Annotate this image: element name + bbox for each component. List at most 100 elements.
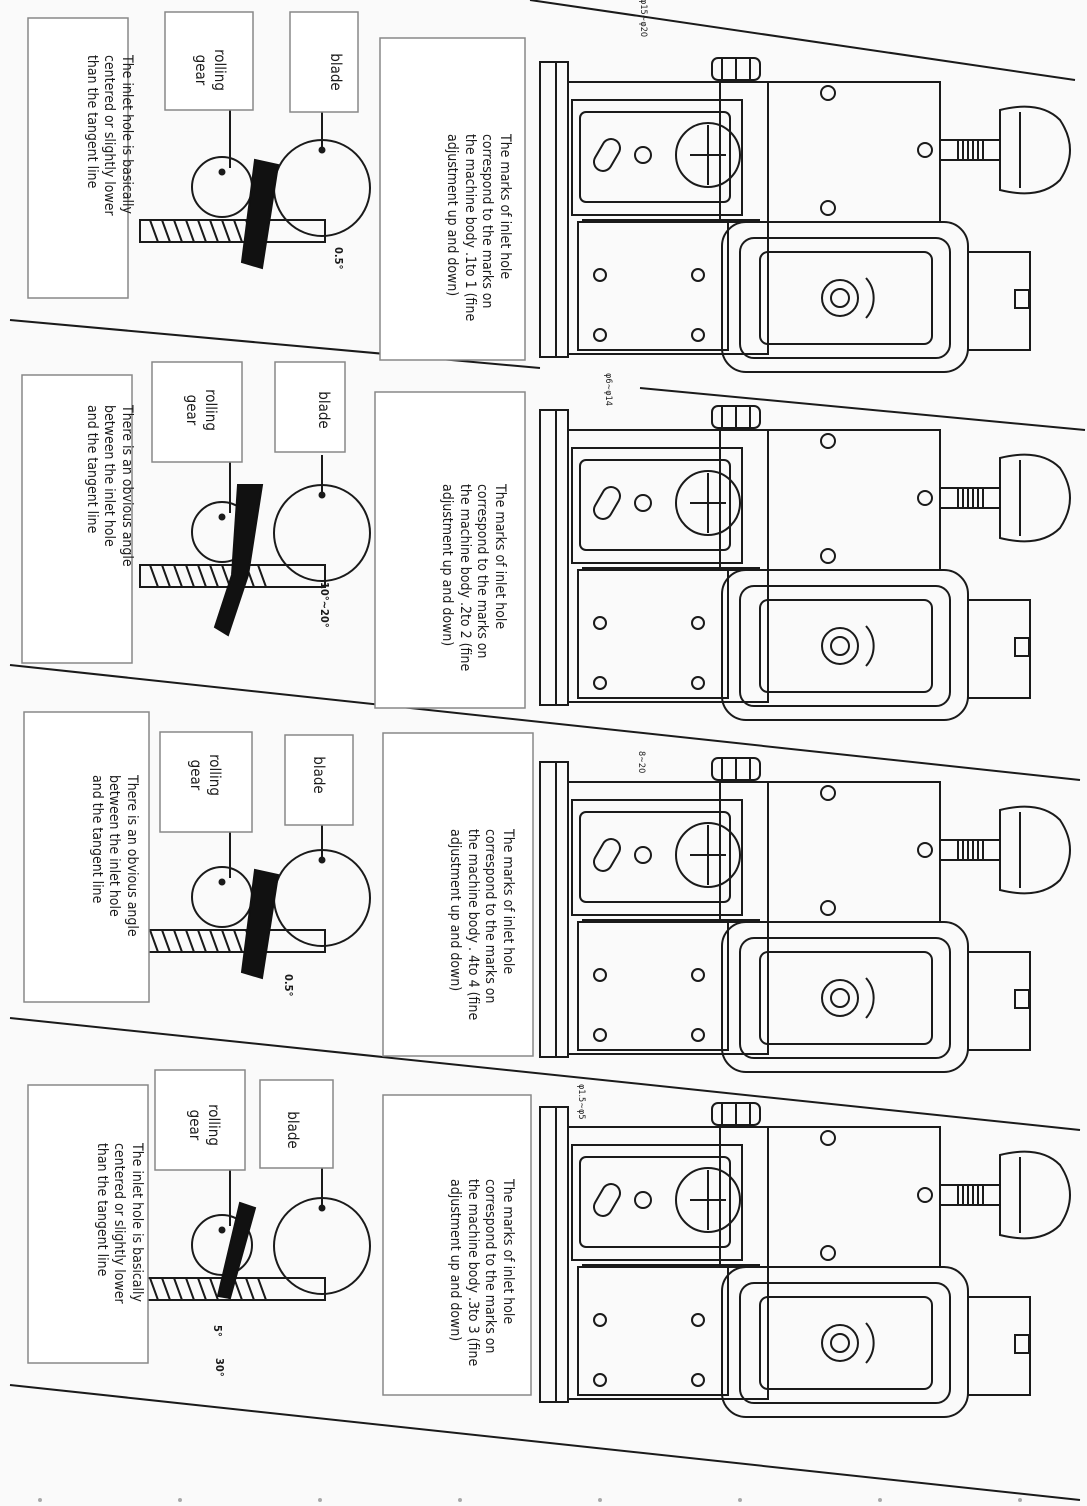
- hatch-line: [161, 564, 171, 588]
- hatch-line: [221, 929, 231, 953]
- label-frame: [374, 391, 526, 709]
- machine-drawing-2: [539, 405, 1071, 721]
- dial-arc: [865, 625, 875, 667]
- speed-dial-center: [830, 288, 850, 308]
- bolt: [593, 676, 607, 690]
- lower-block: [577, 1266, 729, 1396]
- hatch-line: [197, 564, 207, 588]
- hatch-line: [257, 564, 267, 588]
- bolt: [820, 900, 836, 916]
- machine-drawing-4: [539, 1102, 1071, 1418]
- hatch-line: [173, 564, 183, 588]
- hatch-line: [197, 1277, 207, 1301]
- hatch-line: [233, 929, 243, 953]
- base-rail: [539, 761, 569, 1058]
- motor-cover: [739, 237, 951, 359]
- label-frame: [23, 711, 150, 1003]
- lower-block: [577, 221, 729, 351]
- hatch-line: [161, 1277, 171, 1301]
- speed-dial-center: [830, 988, 850, 1008]
- base-plate: [139, 219, 326, 243]
- bolt: [593, 1028, 607, 1042]
- bolt: [820, 1130, 836, 1146]
- hatch-line: [149, 1277, 159, 1301]
- bolt: [820, 548, 836, 564]
- base-rail: [539, 61, 569, 358]
- label-frame: [259, 1079, 334, 1169]
- workpiece: [240, 868, 280, 980]
- label-frame: [284, 734, 354, 826]
- bolt: [917, 142, 933, 158]
- gear-hub: [218, 513, 226, 521]
- base-rail: [539, 1106, 569, 1403]
- guide-block: [571, 447, 743, 564]
- label-frame: [154, 1069, 246, 1171]
- bolt: [820, 785, 836, 801]
- bolt: [593, 1313, 607, 1327]
- screw-head: [634, 494, 652, 512]
- lower-block: [577, 569, 729, 699]
- motor-panel: [759, 951, 933, 1045]
- speed-dial-center: [830, 636, 850, 656]
- gear-hub: [218, 1226, 226, 1234]
- workpiece: [213, 484, 264, 637]
- blade-roller: [273, 1197, 371, 1295]
- inlet-slot: [593, 1183, 621, 1217]
- bolt: [691, 616, 705, 630]
- motor-panel: [759, 251, 933, 345]
- guide-plate: [579, 111, 731, 203]
- gear-hub: [218, 168, 226, 176]
- star-handle: [999, 453, 1071, 543]
- bolt: [820, 433, 836, 449]
- hatch-line: [257, 1277, 267, 1301]
- label-frame: [151, 361, 243, 463]
- bolt: [593, 968, 607, 982]
- bolt: [820, 85, 836, 101]
- hatch-line: [185, 1277, 195, 1301]
- roller-inset-1: [139, 110, 371, 270]
- bolt: [917, 1187, 933, 1203]
- screw-head: [634, 846, 652, 864]
- bolt: [691, 676, 705, 690]
- dial-arc: [865, 977, 875, 1019]
- bolt: [593, 328, 607, 342]
- inlet-slot: [593, 138, 621, 172]
- speed-dial: [821, 279, 859, 317]
- workpiece: [216, 1201, 257, 1300]
- guide-dial: [675, 470, 741, 536]
- terminal: [1014, 637, 1030, 657]
- label-frame: [382, 1094, 532, 1396]
- guide-dial: [675, 1167, 741, 1233]
- blade-roller: [273, 484, 371, 582]
- bolt: [593, 1373, 607, 1387]
- dial-arc: [865, 1322, 875, 1364]
- hatch-line: [173, 1277, 183, 1301]
- workpiece: [240, 158, 280, 270]
- bolt: [820, 1245, 836, 1261]
- guide-block: [571, 1144, 743, 1261]
- guide-plate: [579, 459, 731, 551]
- hatch-line: [209, 219, 219, 243]
- machine-drawing-3: [539, 757, 1071, 1073]
- label-frame: [274, 361, 346, 453]
- blade-roller: [273, 139, 371, 237]
- divider-line: [639, 387, 1086, 431]
- bolt: [917, 490, 933, 506]
- hatch-line: [185, 564, 195, 588]
- terminal: [1014, 289, 1030, 309]
- motor-panel: [759, 599, 933, 693]
- rolling-gear: [191, 866, 253, 928]
- bolt: [691, 1373, 705, 1387]
- hatch-line: [209, 564, 219, 588]
- label-frame: [21, 374, 133, 664]
- lead-screw: [939, 839, 1001, 861]
- bolt: [691, 1028, 705, 1042]
- hatch-line: [185, 219, 195, 243]
- label-frame: [382, 732, 534, 1057]
- speed-dial: [821, 979, 859, 1017]
- bolt: [691, 1313, 705, 1327]
- lead-screw: [939, 487, 1001, 509]
- speed-dial: [821, 627, 859, 665]
- divider-line: [529, 0, 1076, 81]
